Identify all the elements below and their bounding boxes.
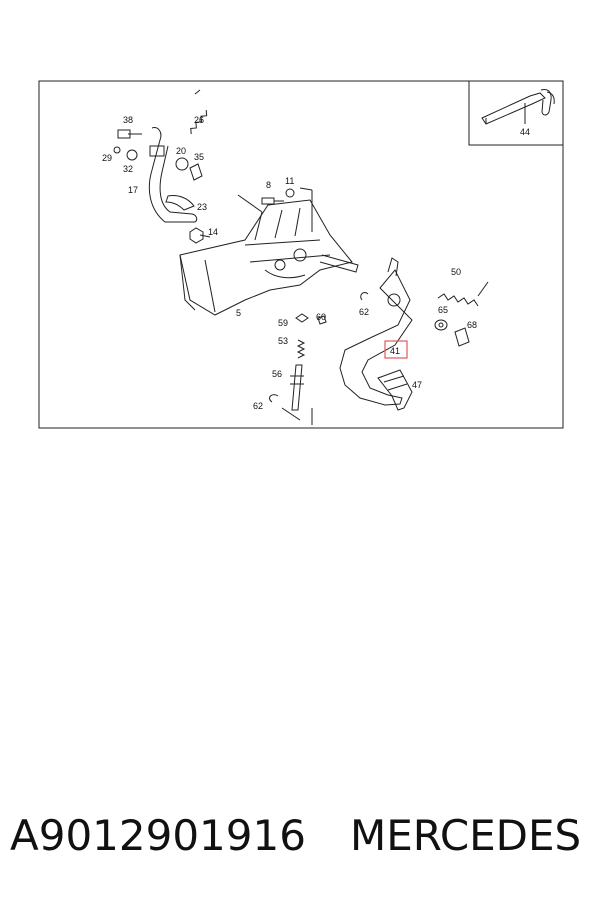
callout-62-lower: 62: [253, 401, 263, 411]
exploded-parts-diagram: 38 26 29 32 20 35 17 23 8 11 14 5 59 60 …: [38, 80, 564, 429]
callout-29: 29: [102, 153, 112, 163]
callout-8: 8: [266, 180, 271, 190]
callout-5: 5: [236, 308, 241, 318]
callout-20: 20: [176, 146, 186, 156]
callout-62-right: 62: [359, 307, 369, 317]
callout-38: 38: [123, 115, 133, 125]
callout-47: 47: [412, 380, 422, 390]
callout-68: 68: [467, 320, 477, 330]
callout-11: 11: [285, 176, 294, 186]
diagram-frame: [38, 80, 564, 429]
callout-44: 44: [520, 127, 530, 137]
callout-59: 59: [278, 318, 288, 328]
callout-56: 56: [272, 369, 282, 379]
footer-caption: A9012901916 MERCEDES: [0, 800, 600, 870]
part-number: A9012901916: [10, 810, 306, 860]
callout-41: 41: [390, 346, 400, 356]
callout-32: 32: [123, 164, 133, 174]
callout-23: 23: [197, 202, 207, 212]
inset-frame: [468, 80, 564, 146]
brand-name: MERCEDES: [349, 810, 582, 860]
callout-14: 14: [208, 227, 218, 237]
callout-26: 26: [194, 115, 204, 125]
callout-35: 35: [194, 152, 204, 162]
callout-17: 17: [128, 185, 138, 195]
callout-60: 60: [316, 312, 326, 322]
callout-53: 53: [278, 336, 288, 346]
callout-50: 50: [451, 267, 461, 277]
inset-clip-drawing: [481, 89, 555, 125]
highlight-box: [384, 340, 408, 359]
pedal-assembly-drawing: [113, 89, 489, 425]
callout-65: 65: [438, 305, 448, 315]
